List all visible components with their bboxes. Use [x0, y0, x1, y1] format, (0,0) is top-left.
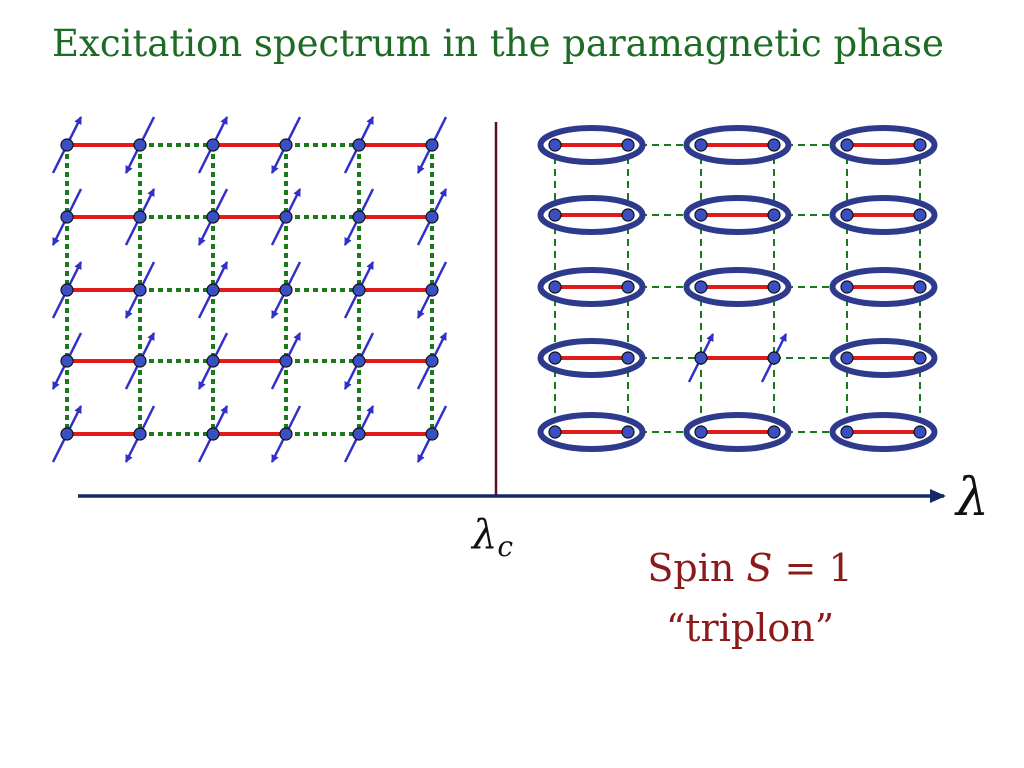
- lattice-site: [621, 138, 635, 152]
- lattice-site: [694, 208, 708, 222]
- lattice-site: [840, 208, 854, 222]
- lattice-site: [425, 427, 439, 441]
- lattice-site: [133, 210, 147, 224]
- lattice-site: [767, 208, 781, 222]
- lattice-site: [425, 354, 439, 368]
- lattice-site: [206, 283, 220, 297]
- lattice-site: [352, 354, 366, 368]
- lattice-site: [621, 280, 635, 294]
- lattice-site: [206, 138, 220, 152]
- lattice-site: [840, 280, 854, 294]
- lattice-site: [913, 208, 927, 222]
- page-title: Excitation spectrum in the paramagnetic …: [52, 22, 944, 65]
- lattice-site: [913, 425, 927, 439]
- lattice-site: [133, 138, 147, 152]
- dimer-paramagnet-lattice: [537, 125, 938, 452]
- lattice-site: [279, 283, 293, 297]
- lattice-site: [913, 138, 927, 152]
- lambda-axis-label: λ: [954, 468, 989, 528]
- lattice-site: [425, 283, 439, 297]
- critical-lambda-label: λc: [470, 512, 513, 563]
- lattice-site: [694, 351, 708, 365]
- lattice-site: [767, 351, 781, 365]
- lattice-site: [352, 427, 366, 441]
- lattice-site: [548, 208, 562, 222]
- lattice-site: [767, 138, 781, 152]
- lattice-site: [840, 138, 854, 152]
- lattice-site: [352, 210, 366, 224]
- lattice-site: [425, 210, 439, 224]
- lattice-site: [133, 427, 147, 441]
- lattice-site: [694, 425, 708, 439]
- lattice-site: [352, 283, 366, 297]
- lattice-site: [133, 354, 147, 368]
- lattice-site: [767, 280, 781, 294]
- lattice-site: [767, 425, 781, 439]
- lattice-site: [60, 210, 74, 224]
- lattice-site: [548, 280, 562, 294]
- lattice-site: [352, 138, 366, 152]
- lattice-site: [621, 351, 635, 365]
- lattice-site: [694, 280, 708, 294]
- neel-ordered-lattice: [51, 116, 448, 463]
- lattice-site: [548, 138, 562, 152]
- lattice-site: [621, 208, 635, 222]
- lattice-site: [913, 351, 927, 365]
- lattice-site: [548, 351, 562, 365]
- lattice-site: [279, 210, 293, 224]
- lattice-site: [621, 425, 635, 439]
- lattice-site: [60, 283, 74, 297]
- lattice-site: [548, 425, 562, 439]
- lattice-site: [60, 427, 74, 441]
- lattice-site: [206, 354, 220, 368]
- spin-caption: Spin S = 1: [647, 546, 853, 590]
- lattice-site: [60, 138, 74, 152]
- lattice-site: [60, 354, 74, 368]
- lattice-site: [279, 138, 293, 152]
- triplon-caption: “triplon”: [665, 606, 835, 650]
- lattice-site: [279, 354, 293, 368]
- lattice-site: [840, 351, 854, 365]
- lattice-site: [206, 210, 220, 224]
- lattice-site: [279, 427, 293, 441]
- lattice-site: [206, 427, 220, 441]
- lattice-site: [913, 280, 927, 294]
- lattice-site: [840, 425, 854, 439]
- lattice-site: [425, 138, 439, 152]
- lattice-site: [133, 283, 147, 297]
- lattice-site: [694, 138, 708, 152]
